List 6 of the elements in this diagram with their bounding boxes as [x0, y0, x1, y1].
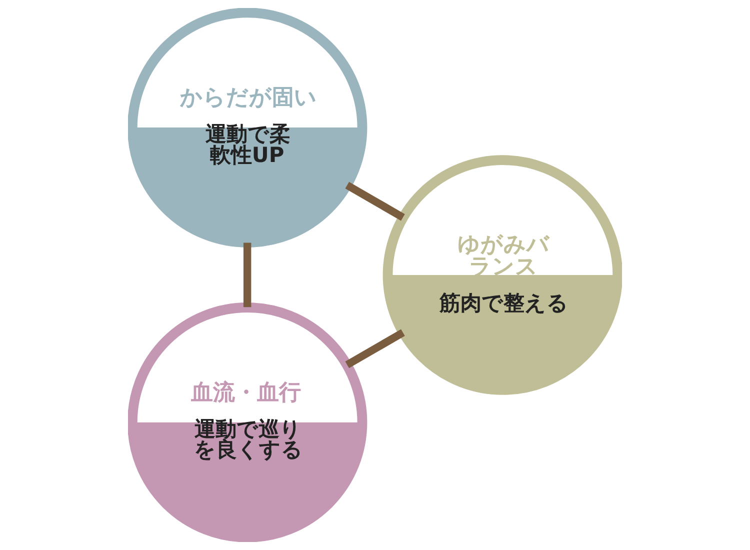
connector	[345, 329, 405, 368]
node-circle: 血流・血行 運動で巡りを良くする	[128, 302, 368, 542]
node-circle: からだが固い 運動で柔軟性UP	[128, 8, 368, 248]
connector	[243, 242, 252, 308]
node-circle: ゆがみバランス 筋肉で整える	[382, 155, 622, 395]
connector	[345, 182, 405, 221]
